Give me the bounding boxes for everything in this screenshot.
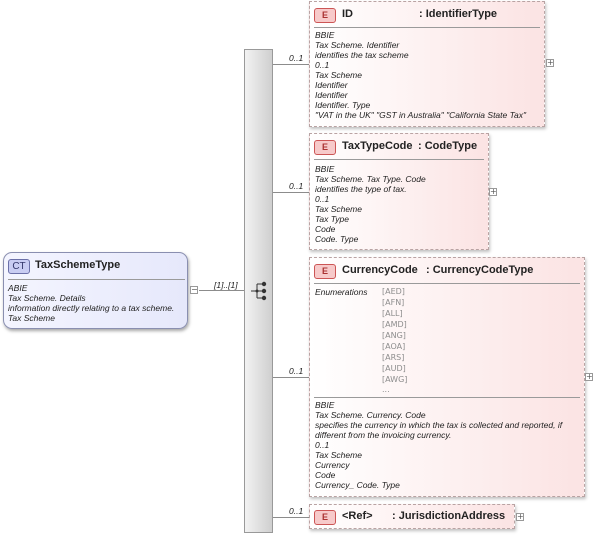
element-desc: 0..1	[315, 60, 330, 70]
element-desc: Code	[315, 470, 336, 480]
branch-line-taxtypecode	[273, 192, 309, 193]
element-name-ref: <Ref>	[342, 510, 373, 522]
complex-type-name: TaxSchemeType	[35, 259, 121, 271]
collapse-minus-icon[interactable]: −	[190, 285, 198, 294]
branch-line-currencycode	[273, 377, 309, 378]
enumeration-value: [AFN]	[382, 298, 405, 307]
element-badge: E	[314, 8, 336, 23]
element-desc: BBIE	[315, 164, 335, 174]
element-separator	[314, 27, 540, 28]
element-type-currencycode: : CurrencyCodeType	[426, 264, 534, 276]
enumeration-value: [AED]	[382, 287, 405, 296]
element-desc: Code. Type	[315, 234, 359, 244]
element-desc: 0..1	[315, 440, 330, 450]
element-desc: 0..1	[315, 194, 330, 204]
element-desc: Tax Scheme	[315, 450, 362, 460]
element-type-taxtypecode: : CodeType	[418, 140, 478, 152]
element-box-id[interactable]: E ID : IdentifierType BBIE Tax Scheme. I…	[309, 1, 545, 127]
cardinality-id: 0..1	[289, 53, 304, 63]
complex-type-desc-1: Tax Scheme. Details	[8, 293, 86, 303]
element-desc: Tax Type	[315, 214, 350, 224]
sequence-icon	[251, 281, 267, 301]
element-desc: Tax Scheme. Currency. Code	[315, 410, 426, 420]
element-desc: Currency	[315, 460, 350, 470]
element-separator	[314, 397, 580, 398]
ct-connector-line	[199, 290, 244, 291]
enumeration-value: [AOA]	[382, 342, 406, 351]
element-name-taxtypecode: TaxTypeCode	[342, 140, 413, 152]
complex-type-desc-2: information directly relating to a tax s…	[8, 303, 175, 313]
element-badge: E	[314, 264, 336, 279]
element-desc: Currency_ Code. Type	[315, 480, 400, 490]
element-desc: Tax Scheme	[315, 70, 362, 80]
complex-type-badge: CT	[8, 259, 30, 274]
cardinality-taxtypecode: 0..1	[289, 181, 304, 191]
element-type-jurisdiction-address: : JurisdictionAddress	[392, 510, 506, 522]
element-desc: different from the invoicing currency.	[315, 430, 452, 440]
element-desc: Identifier	[315, 90, 348, 100]
expand-plus-icon[interactable]: +	[546, 58, 554, 67]
element-box-taxtypecode[interactable]: E TaxTypeCode : CodeType BBIE Tax Scheme…	[309, 133, 489, 250]
element-desc: "VAT in the UK" "GST in Australia" "Cali…	[315, 110, 527, 120]
element-type-id: : IdentifierType	[419, 8, 498, 20]
expand-plus-icon[interactable]: +	[585, 372, 593, 381]
expand-plus-icon[interactable]: +	[516, 512, 524, 521]
complex-type-box[interactable]: CT TaxSchemeType ABIE Tax Scheme. Detail…	[3, 252, 188, 329]
expand-plus-icon[interactable]: +	[489, 187, 497, 196]
complex-type-desc-0: ABIE	[8, 283, 28, 293]
element-box-jurisdiction-address[interactable]: E <Ref> : JurisdictionAddress	[309, 504, 515, 529]
enumeration-value: [AWG]	[382, 375, 408, 384]
complex-type-desc-3: Tax Scheme	[8, 313, 55, 323]
element-desc: Identifier. Type	[315, 100, 371, 110]
branch-line-id	[273, 64, 309, 65]
element-separator	[314, 159, 484, 160]
element-separator	[314, 283, 580, 284]
enumerations-label: Enumerations	[315, 287, 368, 297]
element-desc: identifies the tax scheme	[315, 50, 409, 60]
branch-line-jurisdiction	[273, 517, 309, 518]
element-desc: Tax Scheme. Identifier	[315, 40, 400, 50]
element-desc: Tax Scheme	[315, 204, 362, 214]
element-desc: specifies the currency in which the tax …	[315, 420, 563, 430]
sequence-compositor[interactable]	[244, 49, 273, 533]
element-badge: E	[314, 140, 336, 155]
enumeration-value: [ANG]	[382, 331, 406, 340]
cardinality-jurisdiction: 0..1	[289, 506, 304, 516]
element-desc: identifies the type of tax.	[315, 184, 407, 194]
enumeration-value: ...	[382, 385, 390, 394]
cardinality-currencycode: 0..1	[289, 366, 304, 376]
enumeration-value: [AUD]	[382, 364, 406, 373]
element-name-id: ID	[342, 8, 353, 20]
element-badge: E	[314, 510, 336, 525]
enumeration-value: [ARS]	[382, 353, 405, 362]
element-desc: BBIE	[315, 30, 335, 40]
element-box-currencycode[interactable]: E CurrencyCode : CurrencyCodeType Enumer…	[309, 257, 585, 497]
enumeration-value: [AMD]	[382, 320, 407, 329]
element-name-currencycode: CurrencyCode	[342, 264, 418, 276]
element-desc: Tax Scheme. Tax Type. Code	[315, 174, 426, 184]
enumeration-value: [ALL]	[382, 309, 403, 318]
element-desc: BBIE	[315, 400, 335, 410]
element-desc: Identifier	[315, 80, 348, 90]
complex-type-separator	[8, 279, 185, 280]
element-desc: Code	[315, 224, 336, 234]
connector-cardinality: [1]..[1]	[214, 280, 238, 290]
